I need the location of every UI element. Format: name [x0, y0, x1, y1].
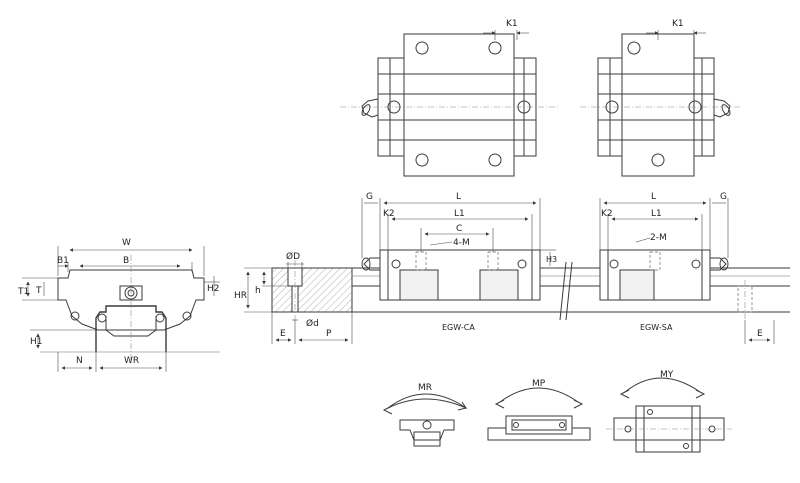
label-l1-right: L1	[651, 209, 662, 219]
label-2m: 2-M	[650, 233, 667, 243]
top-view-ca: K1	[340, 19, 560, 177]
label-g-left: G	[366, 192, 373, 202]
label-e-right: E	[757, 329, 763, 339]
label-h3: H3	[546, 255, 557, 264]
label-k2-right: K2	[601, 209, 613, 219]
label-l1-left: L1	[454, 209, 465, 219]
label-p: P	[326, 329, 332, 339]
label-model-ca: EGW-CA	[442, 323, 475, 332]
label-mp: MP	[532, 379, 546, 389]
label-t1: T1	[17, 287, 29, 297]
label-l-right: L	[651, 192, 656, 202]
label-od-small: Ød	[306, 318, 319, 329]
front-view: W B1 B T1 T H2 H1 N WR	[17, 238, 220, 372]
moment-my: MY	[606, 370, 732, 453]
label-e-left: E	[280, 329, 286, 339]
label-k1-right: K1	[672, 19, 684, 29]
label-k2-left: K2	[383, 209, 395, 219]
label-h2: H2	[207, 284, 220, 294]
label-c: C	[456, 224, 462, 234]
label-l-left: L	[456, 192, 461, 202]
label-mr: MR	[418, 383, 432, 393]
label-b1: B1	[57, 256, 69, 266]
label-4m: 4-M	[453, 238, 470, 248]
label-w: W	[122, 238, 131, 248]
label-od-big: ØD	[286, 251, 300, 262]
label-h1: H1	[30, 337, 43, 347]
label-n: N	[76, 356, 83, 366]
label-b: B	[123, 256, 129, 266]
label-t: T	[35, 286, 42, 296]
label-my: MY	[660, 370, 674, 380]
label-model-sa: EGW-SA	[640, 323, 673, 332]
label-hr: HR	[234, 291, 247, 301]
label-k1-left: K1	[506, 19, 518, 29]
moment-mp: MP	[487, 379, 591, 441]
side-view: HR h ØD Ød E P E G L K2 L1	[234, 192, 790, 344]
label-wr: WR	[124, 356, 139, 366]
label-h: h	[255, 286, 261, 296]
moment-mr: MR	[382, 383, 468, 447]
label-g-right: G	[720, 192, 727, 202]
top-view-sa: K1	[580, 19, 740, 177]
